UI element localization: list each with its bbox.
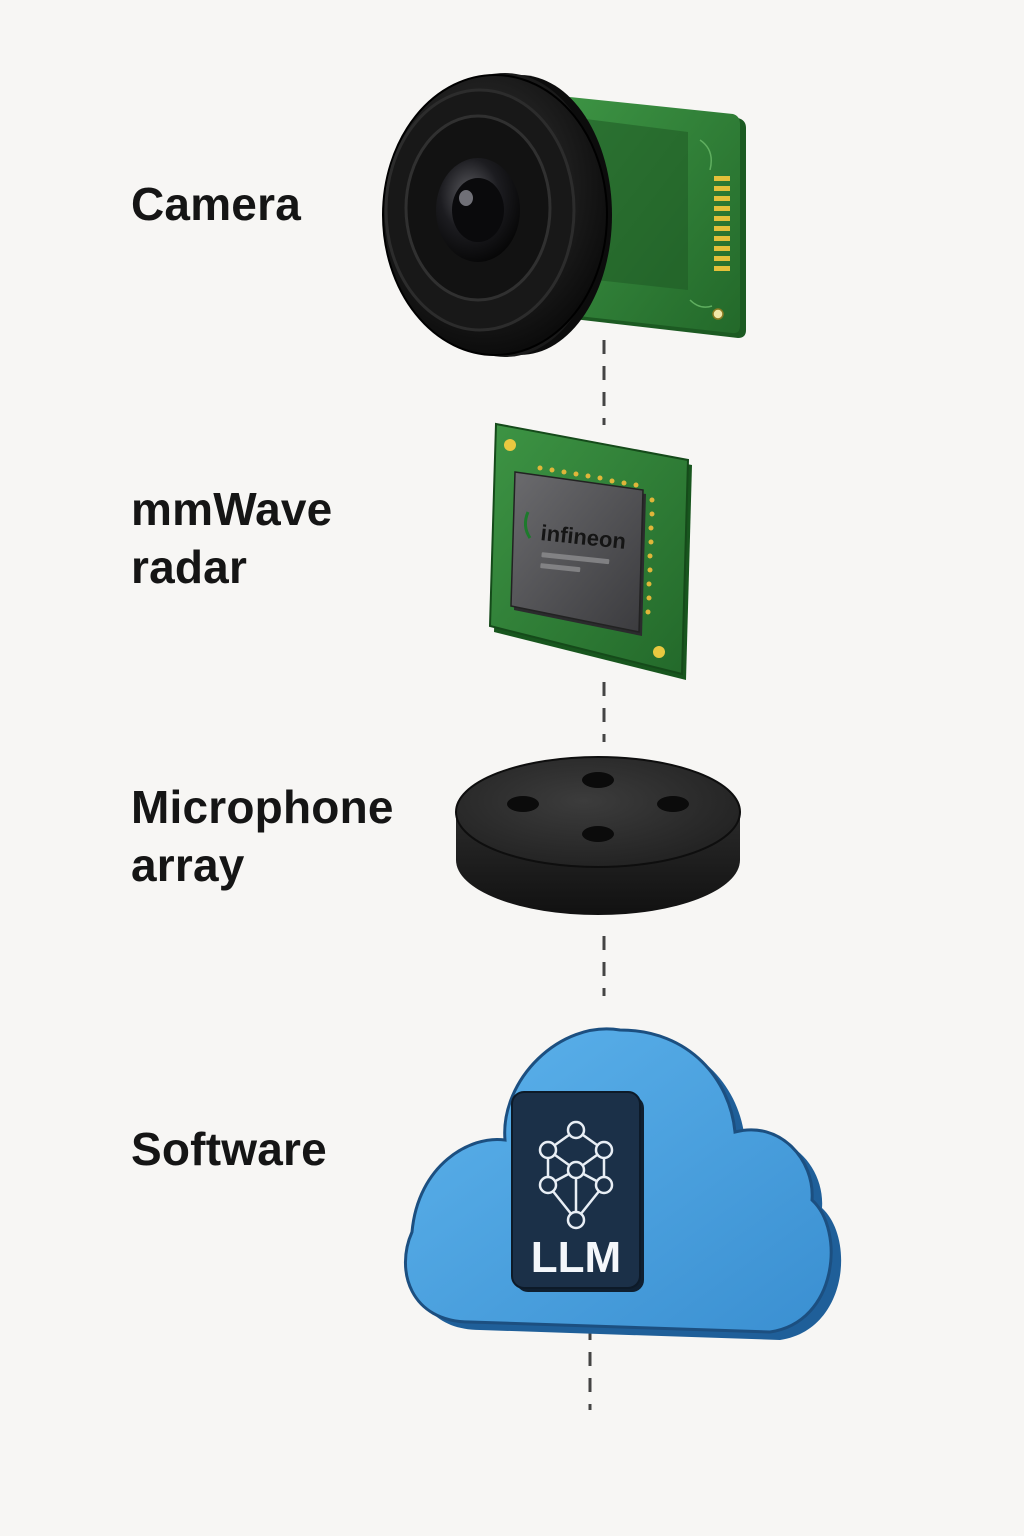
connector-dashes	[588, 340, 606, 1410]
microphone-array-icon	[455, 756, 741, 915]
microphone-label-line1: Microphone	[131, 781, 394, 833]
llm-badge-text: LLM	[531, 1233, 621, 1282]
neural-network-icon	[538, 1120, 614, 1230]
radar-chip-icon: infineon	[488, 422, 692, 680]
camera-module-icon	[382, 73, 746, 357]
microphone-label: Microphone array	[131, 778, 394, 894]
cloud-icon: LLM	[404, 1027, 842, 1340]
camera-label: Camera	[131, 175, 301, 233]
llm-badge: LLM	[511, 1091, 644, 1292]
microphone-label-line2: array	[131, 839, 245, 891]
software-label: Software	[131, 1120, 327, 1178]
radar-label-line2: radar	[131, 541, 248, 593]
software-label-text: Software	[131, 1123, 327, 1175]
mic-holes	[507, 772, 689, 842]
radar-label: mmWave radar	[131, 480, 332, 596]
camera-label-text: Camera	[131, 178, 301, 230]
radar-label-line1: mmWave	[131, 483, 333, 535]
